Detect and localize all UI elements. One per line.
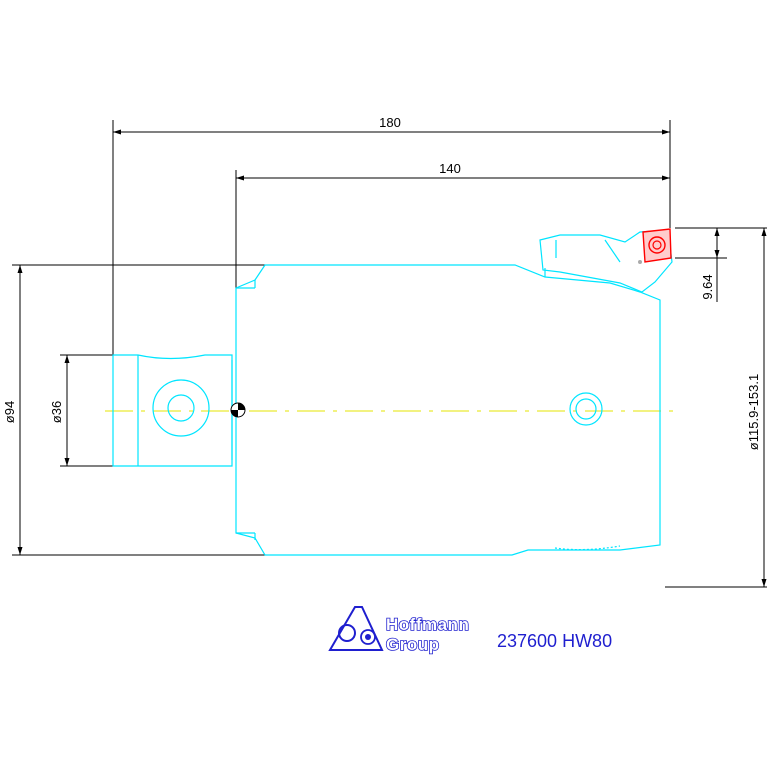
dimension-d94-label: ø94 bbox=[2, 401, 17, 423]
dimension-bore-range-label: ø115.9-153.1 bbox=[746, 374, 761, 450]
logo-emblem-icon bbox=[328, 606, 384, 651]
body-hole-outer bbox=[569, 392, 603, 426]
insert bbox=[638, 228, 672, 264]
hoffmann-group-logo: Hoffmann Group bbox=[328, 606, 470, 655]
dimension-180-label: 180 bbox=[379, 115, 401, 130]
logo-line2: Group bbox=[386, 635, 440, 654]
main-body bbox=[235, 264, 661, 556]
dimension-lines bbox=[12, 120, 767, 588]
part-number: 237600 HW80 bbox=[497, 631, 612, 651]
datum-marker-icon bbox=[230, 402, 246, 418]
dimension-9-64-label: 9.64 bbox=[700, 274, 715, 299]
dimension-d36-label: ø36 bbox=[49, 401, 64, 423]
tool-outline bbox=[112, 229, 673, 556]
body-hole-inner bbox=[575, 398, 597, 420]
shank-cross-hole-inner bbox=[167, 394, 195, 422]
shank-cross-hole-outer bbox=[152, 379, 210, 437]
dimension-140-label: 140 bbox=[439, 161, 461, 176]
logo-line1: Hoffmann bbox=[386, 615, 469, 634]
cartridge-slide bbox=[539, 229, 673, 293]
